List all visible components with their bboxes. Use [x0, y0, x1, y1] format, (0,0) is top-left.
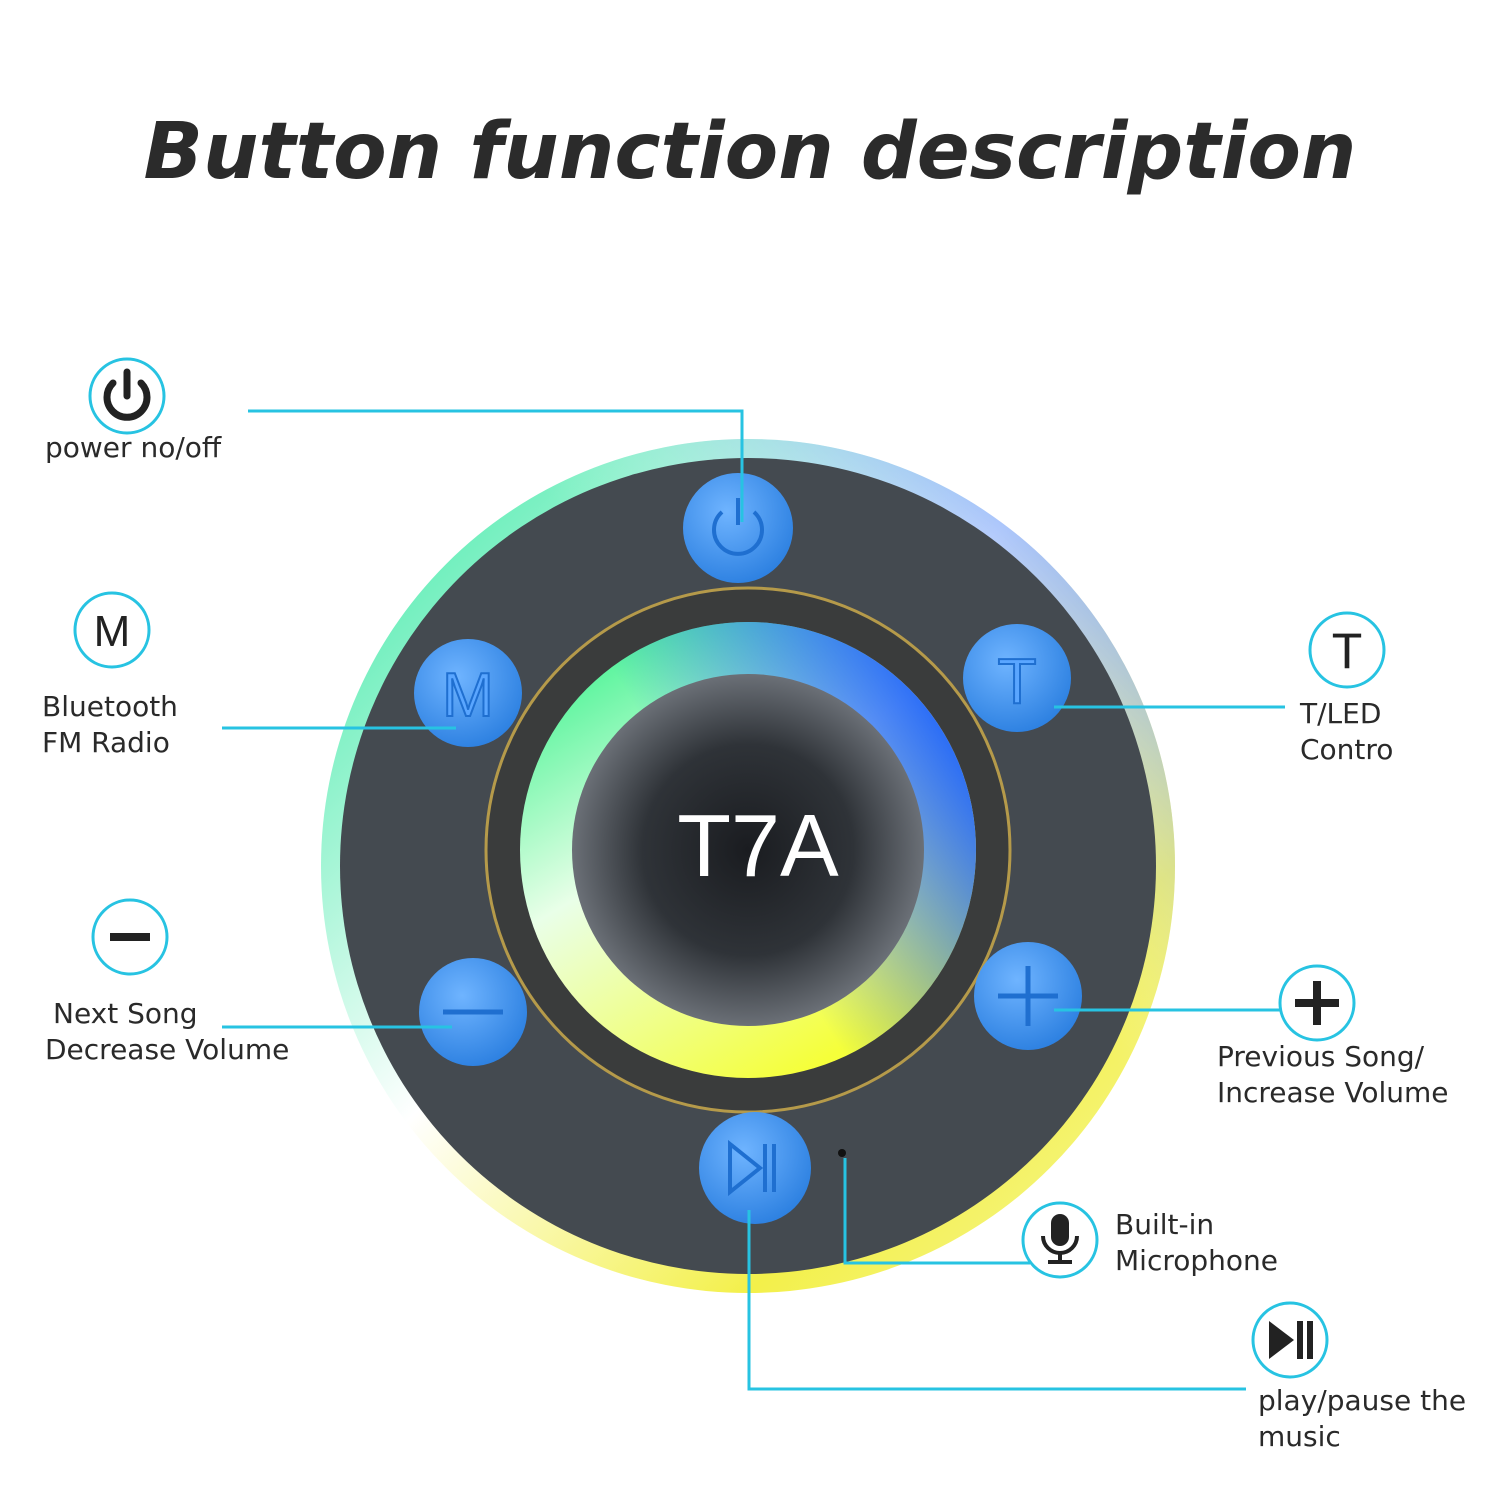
play-pause-button[interactable] — [699, 1112, 811, 1224]
center-metal-cap — [572, 674, 924, 1026]
play-pause-icon[interactable] — [728, 1139, 776, 1197]
tled-callout: T T/LED Contro — [1299, 611, 1393, 766]
mic-label-line1: Built-in — [1115, 1208, 1214, 1241]
m-letter-icon: M — [442, 661, 494, 730]
power-callout: power no/off — [45, 357, 222, 464]
power-icon — [103, 368, 151, 421]
plus-icon[interactable] — [998, 966, 1058, 1026]
play-label-line1: play/pause the — [1258, 1384, 1466, 1417]
power-label: power no/off — [45, 431, 222, 464]
plus-label-line1: Previous Song/ — [1217, 1040, 1425, 1073]
microphone-icon — [1041, 1214, 1079, 1264]
volume-up-button[interactable] — [974, 942, 1082, 1050]
volume-down-button[interactable] — [419, 958, 527, 1066]
mic-callout: Built-in Microphone — [1021, 1201, 1278, 1279]
minus-label-line1: Next Song — [53, 997, 198, 1030]
mode-label-line2: FM Radio — [42, 726, 170, 759]
mode-callout: M Bluetooth FM Radio — [42, 591, 178, 759]
minus-callout: Next Song Decrease Volume — [45, 898, 289, 1066]
play-callout: play/pause the music — [1251, 1301, 1466, 1453]
play-label-line2: music — [1258, 1420, 1341, 1453]
plus-label-line2: Increase Volume — [1217, 1076, 1449, 1109]
t-letter-icon: T — [997, 645, 1036, 717]
power-icon[interactable] — [712, 498, 764, 556]
m-letter-icon: M — [94, 607, 131, 656]
tled-label-line1: T/LED — [1299, 697, 1381, 730]
page-title: Button function description — [144, 107, 1357, 197]
plus-icon — [1295, 981, 1339, 1025]
mode-button[interactable]: M — [414, 639, 522, 747]
minus-label-line2: Decrease Volume — [45, 1033, 289, 1066]
play-pause-icon — [1269, 1321, 1313, 1359]
mode-label-line1: Bluetooth — [42, 690, 178, 723]
tled-label-line2: Contro — [1300, 733, 1393, 766]
speaker-top-panel: T7A — [321, 439, 1175, 1293]
t-letter-icon: T — [1332, 623, 1363, 679]
leader-lines — [222, 409, 1285, 1391]
power-button[interactable] — [683, 473, 793, 583]
model-label: T7A — [677, 796, 839, 895]
tled-button[interactable]: T — [963, 624, 1071, 732]
microphone-hole — [838, 1149, 846, 1157]
mic-label-line2: Microphone — [1115, 1244, 1278, 1277]
plus-callout: Previous Song/ Increase Volume — [1217, 964, 1449, 1109]
